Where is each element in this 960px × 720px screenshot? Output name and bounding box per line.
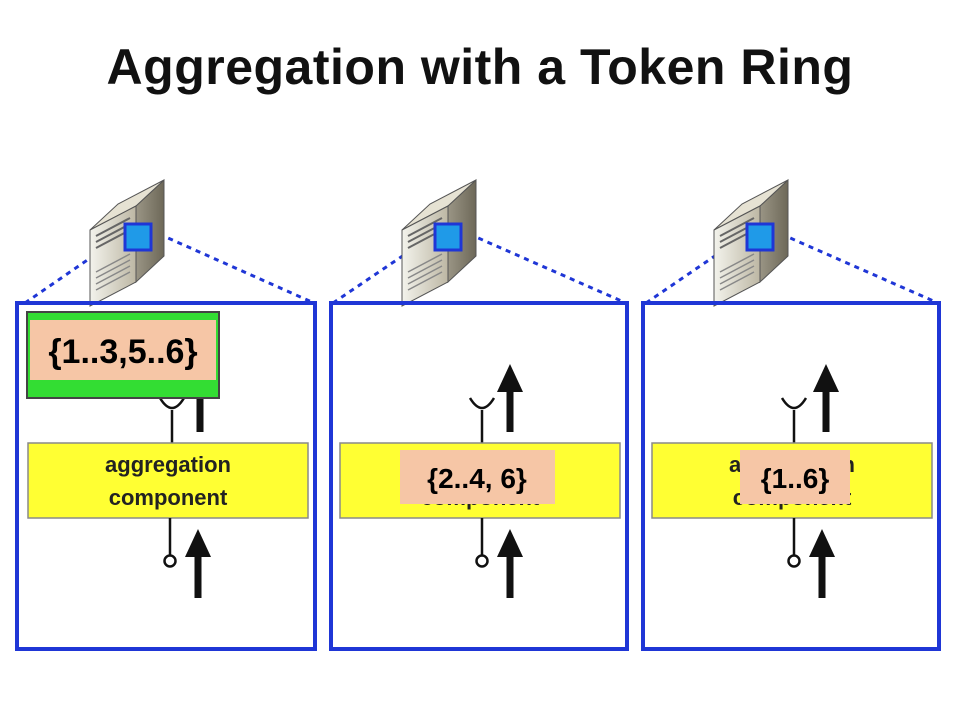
network-port-icon — [123, 222, 153, 252]
plug-icon — [787, 554, 801, 568]
aggregation-component — [27, 442, 309, 519]
plug-icon — [475, 554, 489, 568]
socket-icon — [468, 397, 496, 410]
panel-2: aggregation component {2..4, 6} — [329, 179, 629, 651]
panel-frame — [15, 301, 317, 651]
socket-icon — [158, 397, 186, 410]
up-arrow-icon — [497, 364, 523, 432]
link-line-right — [459, 228, 627, 305]
up-arrow-icon — [497, 529, 523, 598]
component-label-line1: aggregation — [105, 452, 231, 477]
token-set-box — [30, 320, 216, 380]
link-line-right — [771, 228, 939, 305]
up-arrow-icon — [809, 529, 835, 598]
up-arrow-icon — [185, 529, 211, 598]
network-port-icon — [745, 222, 775, 252]
link-line-left — [332, 230, 439, 305]
plug-icon — [163, 554, 177, 568]
token-set-box — [400, 450, 555, 504]
panel-frame — [329, 301, 629, 651]
panel-3: aggregation component {1..6} — [641, 179, 941, 651]
component-label-line2: component — [109, 485, 228, 510]
up-arrow-icon — [813, 364, 839, 432]
link-line-right — [149, 228, 315, 305]
page-title: Aggregation with a Token Ring — [106, 39, 854, 95]
panel-1: aggregation component {1..3,5..6} — [15, 179, 317, 651]
token-set-label: {2..4, 6} — [427, 463, 527, 494]
token-set-label: {1..6} — [761, 463, 830, 494]
panel-frame — [641, 301, 941, 651]
token-set-label: {1..3,5..6} — [48, 333, 197, 371]
network-port-icon — [433, 222, 463, 252]
socket-icon — [780, 397, 808, 410]
token-set-box — [740, 450, 850, 504]
